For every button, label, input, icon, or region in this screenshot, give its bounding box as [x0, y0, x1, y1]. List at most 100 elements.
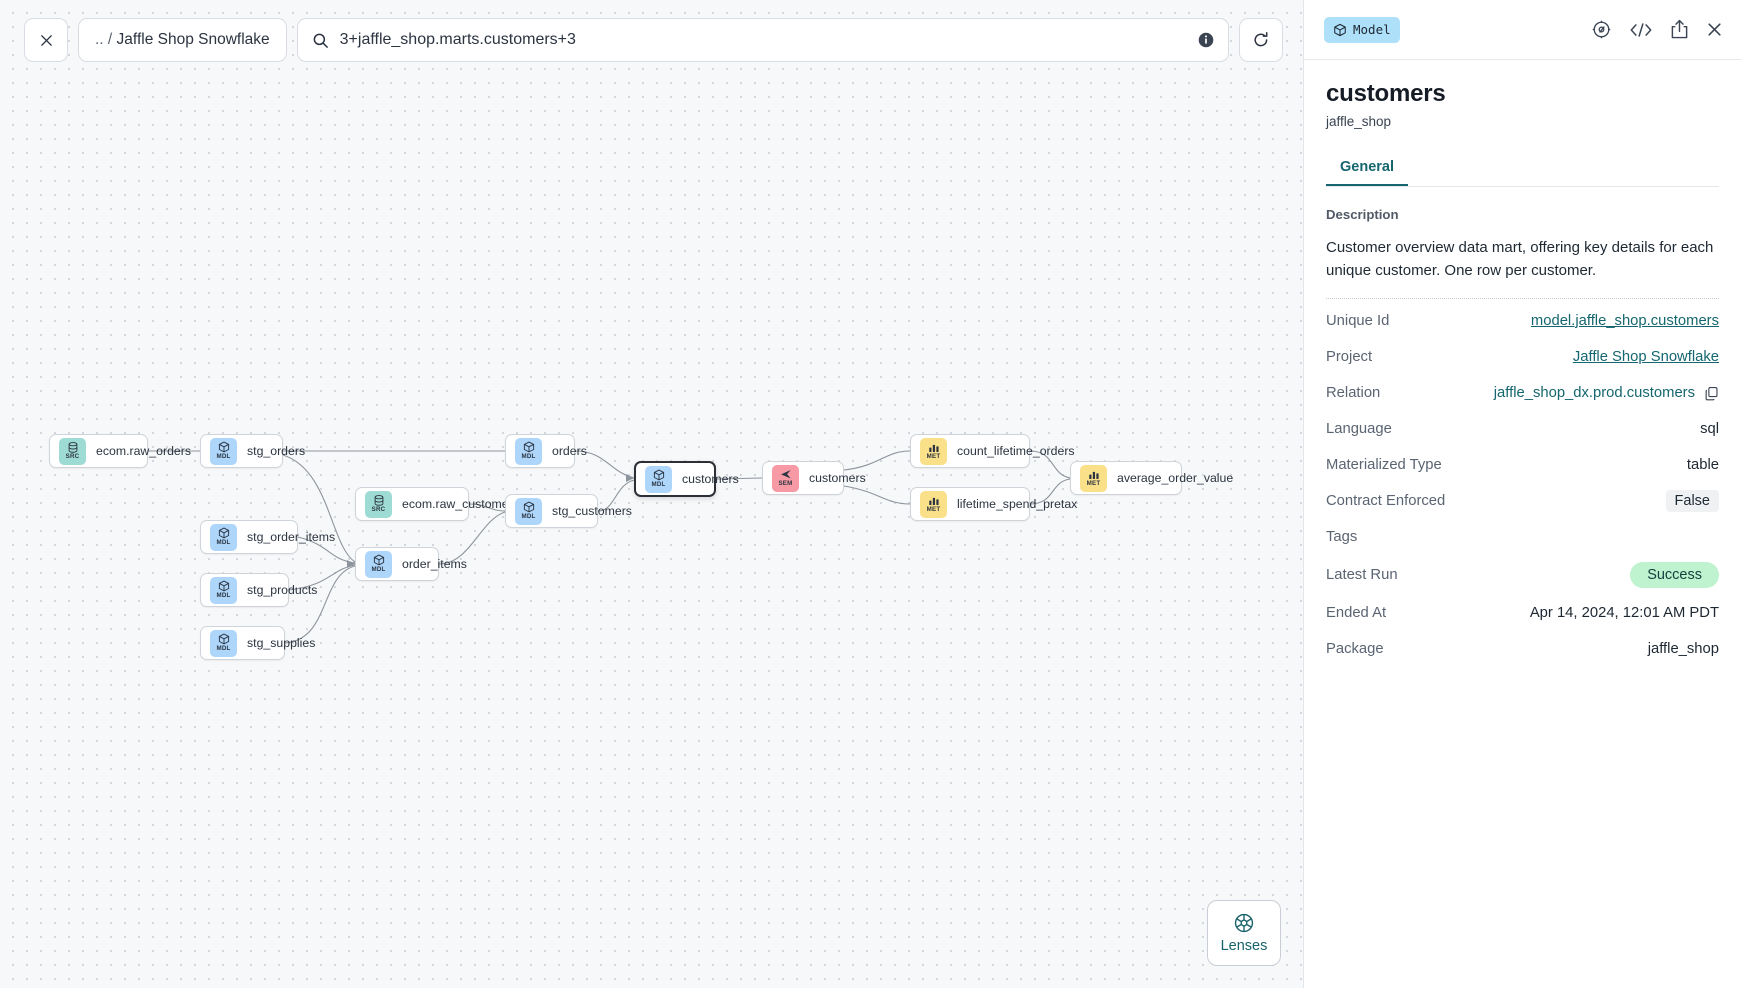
lenses-button[interactable]: Lenses: [1207, 900, 1281, 966]
lineage-node-lifetime_spend_pretax[interactable]: MET lifetime_spend_pretax: [910, 487, 1077, 521]
property-link[interactable]: model.jaffle_shop.customers: [1530, 313, 1719, 329]
node-label: count_lifetime_orders: [957, 444, 1075, 458]
refresh-button[interactable]: [1239, 18, 1283, 62]
node-kind-badge-src-icon: SRC: [365, 490, 392, 518]
node-label: average_order_value: [1117, 471, 1234, 485]
panel-header-actions: [1591, 19, 1723, 40]
search-input[interactable]: 3+jaffle_shop.marts.customers+3: [296, 18, 1229, 62]
node-kind-badge-met-icon: MET: [920, 490, 947, 518]
node-kind-badge-mdl-icon: MDL: [515, 437, 542, 465]
lenses-label: Lenses: [1220, 938, 1268, 954]
node-label: order_items: [402, 557, 467, 571]
property-value: Apr 14, 2024, 12:01 AM PDT: [1530, 605, 1719, 621]
property-value: False: [1665, 490, 1719, 512]
lineage-node-order_items[interactable]: MDL order_items: [355, 547, 467, 581]
description-text: Customer overview data mart, offering ke…: [1326, 239, 1714, 279]
tab-general[interactable]: General: [1326, 151, 1408, 186]
property-value: jaffle_shop: [1648, 641, 1719, 657]
property-key: Package: [1326, 641, 1384, 657]
property-key: Project: [1326, 349, 1373, 365]
node-kind-badge-mdl-icon: MDL: [645, 465, 672, 493]
property-text: sql: [1700, 421, 1719, 437]
panel-title-area: customers jaffle_shop: [1304, 60, 1741, 129]
property-key: Relation: [1326, 385, 1381, 401]
node-kind-badge-sem-icon: SEM: [772, 464, 799, 492]
lineage-node-count_lifetime_orders[interactable]: MET count_lifetime_orders: [910, 434, 1075, 468]
panel-body: Description Customer overview data mart,…: [1304, 187, 1741, 988]
lineage-node-customers_model[interactable]: MDL customers: [634, 461, 739, 497]
property-key: Latest Run: [1326, 567, 1398, 583]
property-key: Unique Id: [1326, 313, 1390, 329]
property-key: Materialized Type: [1326, 457, 1442, 473]
property-link[interactable]: Jaffle Shop Snowflake: [1572, 349, 1719, 365]
node-label: ecom.raw_orders: [96, 444, 191, 458]
property-text: jaffle_shop_dx.prod.customers: [1493, 385, 1695, 401]
node-label: ecom.raw_customers: [402, 497, 519, 511]
property-text: table: [1686, 457, 1719, 473]
info-icon[interactable]: [1198, 32, 1214, 48]
status-badge: Success: [1630, 562, 1719, 588]
property-text: Apr 14, 2024, 12:01 AM PDT: [1529, 605, 1719, 621]
description-label: Description: [1326, 207, 1399, 222]
property-text: jaffle_shop: [1647, 641, 1719, 657]
lineage-node-ecom_raw_orders[interactable]: SRC ecom.raw_orders: [49, 434, 191, 468]
lineage-node-customers_semantic[interactable]: SEM customers: [762, 461, 866, 495]
page-title: customers: [1326, 80, 1446, 107]
node-label: stg_order_items: [247, 530, 336, 544]
property-row: Package jaffle_shop: [1326, 631, 1719, 667]
section-divider: [1326, 298, 1719, 299]
node-kind-badge-mdl-icon: MDL: [210, 523, 237, 551]
lineage-node-orders[interactable]: MDL orders: [505, 434, 587, 468]
node-label: customers: [809, 471, 866, 485]
search-value: 3+jaffle_shop.marts.customers+3: [339, 31, 576, 48]
share-icon[interactable]: [1670, 19, 1689, 40]
lineage-node-ecom_raw_customers[interactable]: SRC ecom.raw_customers: [355, 487, 519, 521]
node-label: stg_supplies: [247, 636, 316, 650]
property-key: Language: [1326, 421, 1392, 437]
lineage-canvas[interactable]: .. / Jaffle Shop Snowflake 3+jaffle_shop…: [0, 0, 1303, 988]
property-key: Tags: [1326, 529, 1358, 545]
node-label: stg_products: [247, 583, 318, 597]
property-value: sql: [1700, 421, 1719, 437]
search-icon: [312, 32, 329, 49]
breadcrumb-project: Jaffle Shop Snowflake: [116, 31, 270, 48]
property-key: Contract Enforced: [1326, 493, 1446, 509]
status-badge: False: [1665, 490, 1719, 512]
lineage-node-stg_order_items[interactable]: MDL stg_order_items: [200, 520, 335, 554]
node-label: orders: [552, 444, 587, 458]
property-row: Unique Id model.jaffle_shop.customers: [1326, 303, 1719, 339]
node-kind-badge-mdl-icon: MDL: [365, 550, 392, 578]
aperture-icon: [1233, 912, 1255, 934]
node-label: customers: [682, 472, 739, 486]
close-icon[interactable]: [1706, 21, 1723, 38]
lineage-node-average_order_value[interactable]: MET average_order_value: [1070, 461, 1233, 495]
node-kind-badge-met-icon: MET: [1080, 464, 1107, 492]
copy-icon[interactable]: [1704, 386, 1719, 401]
node-label: lifetime_spend_pretax: [957, 497, 1078, 511]
property-value: jaffle_shop_dx.prod.customers: [1494, 385, 1719, 401]
property-row: Latest Run Success: [1326, 555, 1719, 595]
refresh-icon: [1252, 31, 1270, 49]
panel-header: Model: [1304, 0, 1741, 60]
cube-icon: [1333, 23, 1347, 37]
property-value: Jaffle Shop Snowflake: [1573, 349, 1719, 365]
node-label: stg_orders: [247, 444, 306, 458]
close-icon: [39, 33, 54, 48]
property-row: Relation jaffle_shop_dx.prod.customers: [1326, 375, 1719, 411]
node-kind-badge-src-icon: SRC: [59, 437, 86, 465]
details-panel: Model: [1303, 0, 1741, 988]
compass-icon[interactable]: [1591, 19, 1612, 40]
node-kind-badge-met-icon: MET: [920, 437, 947, 465]
close-lineage-button[interactable]: [24, 18, 68, 62]
node-type-chip[interactable]: Model: [1324, 16, 1400, 43]
property-row: Project Jaffle Shop Snowflake: [1326, 339, 1719, 375]
breadcrumb[interactable]: .. / Jaffle Shop Snowflake: [78, 18, 287, 62]
node-label: stg_customers: [552, 504, 632, 518]
property-row: Language sql: [1326, 411, 1719, 447]
code-icon[interactable]: [1629, 21, 1653, 39]
